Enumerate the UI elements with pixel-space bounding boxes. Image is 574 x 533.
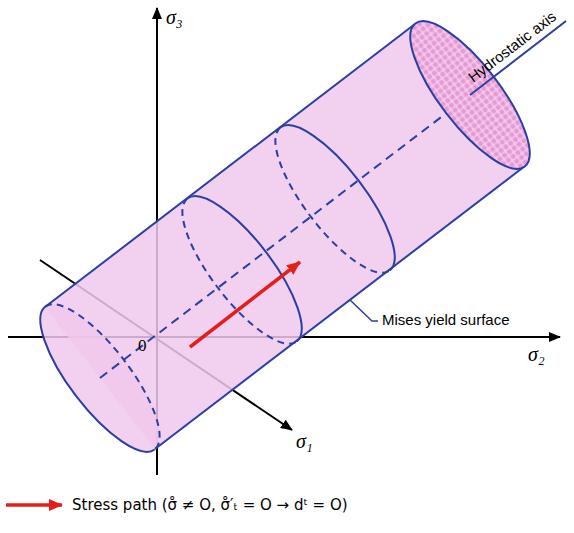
axis-name: Hydrostatic axis xyxy=(465,7,559,85)
section-ellipse xyxy=(257,128,390,289)
stress-path-arrow xyxy=(190,262,300,347)
legend-sample xyxy=(6,503,62,507)
legend-text: Stress path (σ̊ ≠ O, σ̊′ₜ = O → dᵗ = O) xyxy=(72,496,348,514)
leader-line xyxy=(350,300,378,321)
cylinder-outline xyxy=(155,166,525,449)
origin-label: 0 xyxy=(138,336,147,356)
hydrostatic-axis xyxy=(100,95,470,378)
cylinder-outline xyxy=(45,24,415,307)
axis-label: σ₁ xyxy=(296,430,313,453)
axis-label: σ₂ xyxy=(528,343,545,366)
end-ellipse xyxy=(22,307,155,468)
surface-label: Mises yield surface xyxy=(382,311,510,328)
axis-label: σ₃ xyxy=(166,6,183,29)
